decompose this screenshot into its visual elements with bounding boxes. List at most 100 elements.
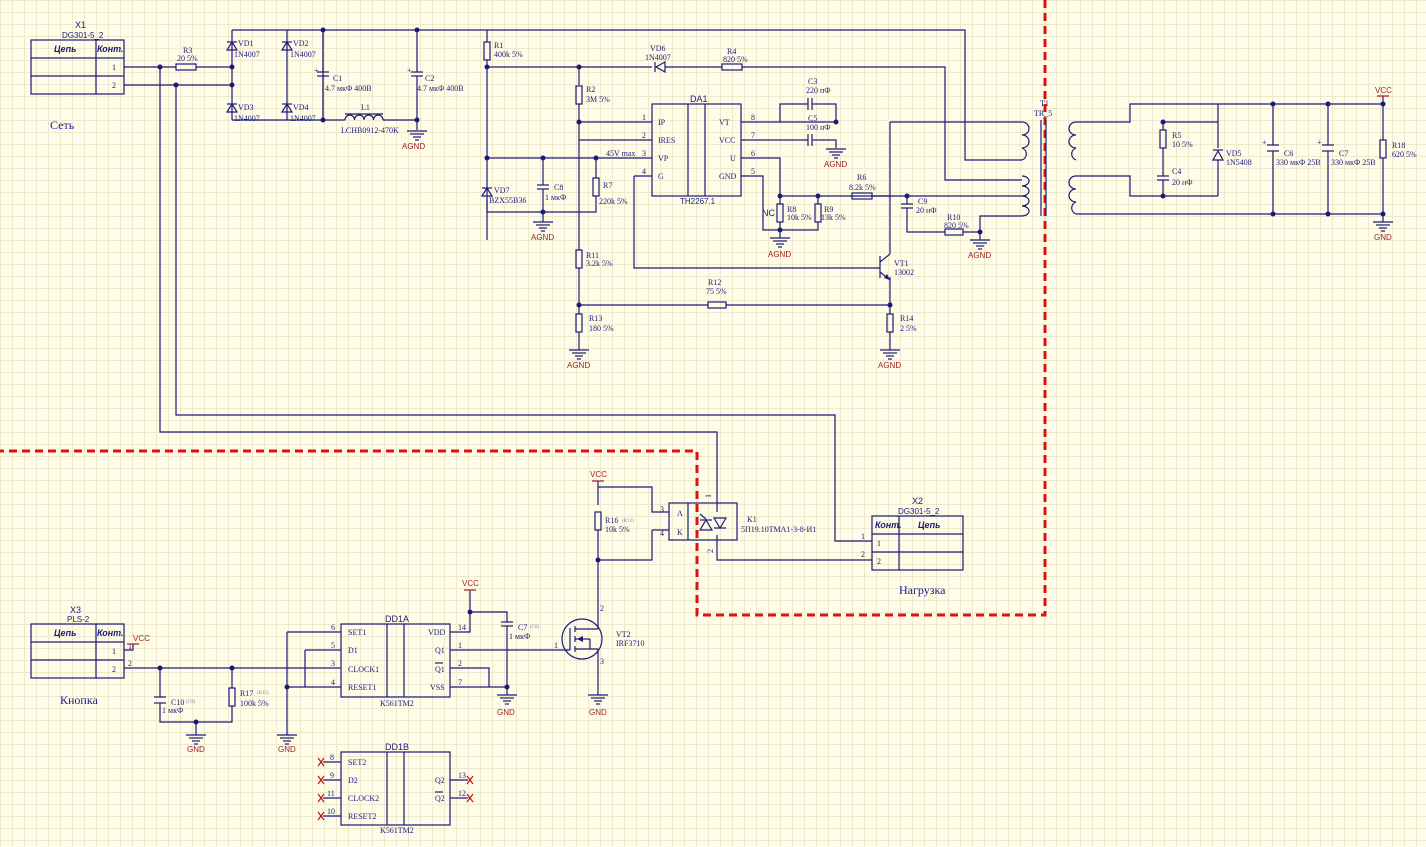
capacitor-c3[interactable]: C3 220 пФ bbox=[806, 77, 831, 110]
wires-bridge bbox=[231, 29, 487, 121]
gnd-symbol-3: GND bbox=[497, 694, 517, 717]
dd1b-num-13: 13 bbox=[458, 771, 466, 780]
dd1a-pin-clock1: CLOCK1 bbox=[348, 665, 379, 674]
agnd-label-3: AGND bbox=[531, 233, 554, 242]
c5-val: 100 нФ bbox=[806, 123, 831, 132]
vd4-val: 1N4007 bbox=[290, 114, 316, 123]
r17-aux: (R15) bbox=[257, 691, 269, 696]
da1-ref: DA1 bbox=[690, 94, 708, 104]
capacitor-c6[interactable]: + C6 330 мкФ 25В bbox=[1262, 138, 1321, 167]
resistor-r12[interactable]: R12 75 5% bbox=[706, 278, 727, 309]
r5-val: 10 5% bbox=[1172, 140, 1193, 149]
resistor-r1[interactable]: R1 400k 5% bbox=[483, 41, 523, 61]
relay-k1[interactable]: A K 3 4 1 2 K1 5П19.10ТМА1-3-8-И1 bbox=[660, 494, 816, 553]
ic-dd1a[interactable]: DD1A K561TM2 SET1 D1 CLOCK1 RESET1 6 5 3… bbox=[331, 614, 466, 708]
r13-val: 180 5% bbox=[589, 324, 614, 333]
resistor-r14[interactable]: R14 2 5% bbox=[886, 313, 917, 333]
region-label-load: Нагрузка bbox=[899, 583, 946, 597]
vcc-label-2: VCC bbox=[590, 470, 607, 479]
resistor-r4[interactable]: R4 820 5% bbox=[721, 47, 748, 71]
resistor-r8[interactable]: R8 10k 5% bbox=[776, 203, 812, 223]
resistor-r9[interactable]: R9 13k 5% bbox=[814, 203, 846, 223]
connector-x2[interactable]: X2 DG301-5_2 Конт. Цепь 1 2 1 2 bbox=[861, 496, 964, 571]
da1-num-3: 3 bbox=[642, 149, 646, 158]
diode-vd2[interactable]: VD2 1N4007 bbox=[280, 39, 316, 59]
resistor-r13[interactable]: R13 180 5% bbox=[575, 313, 614, 333]
vcc-symbol-1: VCC bbox=[1375, 86, 1392, 97]
inductor-l1[interactable]: L1 LCHB0912-470K bbox=[341, 103, 399, 135]
dd1a-num-1: 1 bbox=[458, 641, 462, 650]
dd1b-num-10: 10 bbox=[327, 807, 335, 816]
dd1b-ref: DD1B bbox=[385, 742, 409, 752]
da1-num-8: 8 bbox=[751, 113, 755, 122]
capacitor-c10[interactable]: C10 (C9) 1 мкФ bbox=[154, 696, 196, 715]
transistor-vt2[interactable]: VT2 IRF3710 1 2 3 bbox=[470, 604, 644, 666]
dd1b-pin-q2bar: Q2 bbox=[435, 794, 445, 803]
c9-ref: C9 bbox=[918, 197, 927, 206]
da1-pin-g: G bbox=[658, 172, 664, 181]
resistor-r5[interactable]: R5 10 5% bbox=[1159, 129, 1193, 149]
c6-ref: C6 bbox=[1284, 149, 1293, 158]
wires-secondary bbox=[1076, 96, 1384, 222]
gnd-label-3: GND bbox=[497, 708, 515, 717]
r2-val: 3M 5% bbox=[586, 95, 610, 104]
diode-vd7[interactable]: VD7 BZX55B36 bbox=[480, 186, 526, 205]
diode-vd3[interactable]: VD3 1N4007 bbox=[225, 102, 260, 123]
resistor-r11[interactable]: R11 3.2k 5% bbox=[575, 249, 613, 269]
ic-da1[interactable]: DA1 TH2267.1 IP IRES VP G 1 2 3 4 VT VCC… bbox=[606, 94, 755, 206]
capacitor-c2[interactable]: + C2 4.7 мкФ 400В bbox=[407, 30, 464, 130]
gnd-symbol-1: GND bbox=[1373, 221, 1393, 242]
diode-vd4[interactable]: VD4 1N4007 bbox=[280, 102, 316, 123]
connector-x1[interactable]: X1 DG301-5_2 Цепь Конт. 1 2 bbox=[30, 20, 125, 95]
x2-header-contact: Конт. bbox=[875, 520, 902, 530]
dd1b-pin-d2: D2 bbox=[348, 776, 358, 785]
diode-vd6[interactable]: VD6 1N4007 bbox=[645, 44, 671, 74]
agnd-symbol-5: AGND bbox=[968, 239, 991, 260]
capacitor-c8[interactable]: C8 1 мкФ bbox=[537, 183, 566, 202]
r16-ref: R16 bbox=[605, 516, 618, 525]
capacitor-c7-logic[interactable]: C7 (C8) 1 мкФ bbox=[501, 621, 540, 641]
c9-val: 20 нФ bbox=[916, 206, 937, 215]
vd5-val: 1N5408 bbox=[1226, 158, 1252, 167]
r8-ref: R8 bbox=[787, 205, 796, 214]
diode-vd5[interactable]: VD5 1N5408 bbox=[1211, 149, 1252, 167]
capacitor-c1[interactable]: + C1 4.7 мкФ 400В bbox=[314, 30, 372, 120]
r5-ref: R5 bbox=[1172, 131, 1181, 140]
da1-pin-ires: IRES bbox=[658, 136, 675, 145]
da1-note: 45V max bbox=[606, 149, 635, 158]
c10-val: 1 мкФ bbox=[162, 706, 183, 715]
diode-vd1[interactable]: VD1 1N4007 bbox=[225, 39, 260, 59]
capacitor-c4[interactable]: C4 20 нФ bbox=[1157, 167, 1193, 187]
vt2-ref: VT2 bbox=[616, 630, 631, 639]
c8-val: 1 мкФ bbox=[545, 193, 566, 202]
da1-pin-vt: VT bbox=[719, 118, 730, 127]
vd7-val: BZX55B36 bbox=[489, 196, 526, 205]
resistor-r6[interactable]: R6 8.2k 5% bbox=[849, 173, 876, 200]
capacitor-c7-output[interactable]: + C7 330 мкФ 25В bbox=[1317, 138, 1376, 167]
resistor-r2[interactable]: R2 3M 5% bbox=[575, 85, 610, 105]
svg-text:1: 1 bbox=[554, 641, 558, 650]
transformer-t1[interactable]: T1 TR_5 bbox=[1021, 99, 1077, 217]
no-connect-marks bbox=[317, 757, 474, 821]
capacitor-c9[interactable]: C9 20 нФ bbox=[901, 197, 937, 215]
r3-ref: R3 bbox=[183, 46, 192, 55]
resistor-r17[interactable]: R17 (R15) 100k 5% bbox=[228, 687, 269, 708]
resistor-r7[interactable]: R7 220k 5% bbox=[592, 177, 628, 206]
vd3-ref: VD3 bbox=[238, 103, 254, 112]
wires-controller bbox=[486, 29, 1022, 350]
r7-val: 220k 5% bbox=[599, 197, 628, 206]
resistor-r16[interactable]: R16 (R13) 10k 5% bbox=[594, 511, 634, 534]
resistor-r3[interactable]: R3 20 5% bbox=[175, 46, 198, 71]
svg-text:1: 1 bbox=[128, 642, 132, 651]
transistor-vt1[interactable]: VT1 13002 bbox=[879, 250, 914, 281]
resistor-r10[interactable]: R10 820 5% bbox=[944, 213, 969, 236]
k1-ref: K1 bbox=[747, 515, 757, 524]
da1-val: TH2267.1 bbox=[680, 197, 716, 206]
svg-text:+: + bbox=[1262, 138, 1267, 147]
c7-val: 1 мкФ bbox=[509, 632, 530, 641]
connector-x3[interactable]: X3 PLS-2 Цепь Конт. 1 2 1 2 bbox=[30, 605, 132, 679]
resistor-r18[interactable]: R18 620 5% bbox=[1379, 139, 1417, 159]
capacitor-c5[interactable]: C5 100 нФ bbox=[806, 114, 831, 146]
ic-dd1b[interactable]: DD1B K561TM2 SET2 D2 CLOCK2 RESET2 8 9 1… bbox=[327, 742, 466, 835]
